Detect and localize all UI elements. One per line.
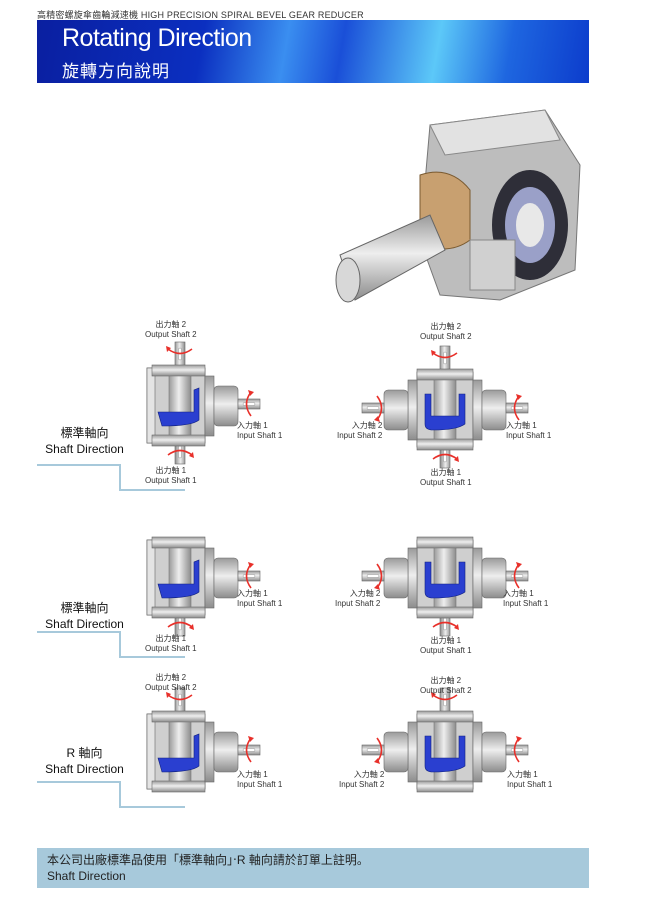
section-divider-line [37,464,185,491]
page-subtitle: 旋轉方向說明 [62,62,170,81]
diagram-standard-single-2 [146,536,261,637]
footer-note-zh: 本公司出廠標準品使用「標準軸向」‧R 軸向請於訂單上註明。 [47,853,369,867]
page-title: Rotating Direction [62,24,252,52]
title-banner: Rotating Direction 旋轉方向說明 [37,20,589,83]
diagram-standard-double-2 [361,536,529,637]
section-divider-line [37,781,185,808]
gear-reducer-product-image [335,109,581,303]
diagram-standard-double [361,345,529,469]
diagram-standard-single [146,341,261,465]
header-top-line: 高精密螺旋傘齒輪減速機 HIGH PRECISION SPIRAL BEVEL … [37,10,364,20]
diagram-r-double [361,687,529,793]
footer-note: 本公司出廠標準品使用「標準軸向」‧R 軸向請於訂單上註明。 Shaft Dire… [37,848,589,888]
footer-note-en: Shaft Direction [47,869,126,883]
section-divider-line [37,631,185,658]
